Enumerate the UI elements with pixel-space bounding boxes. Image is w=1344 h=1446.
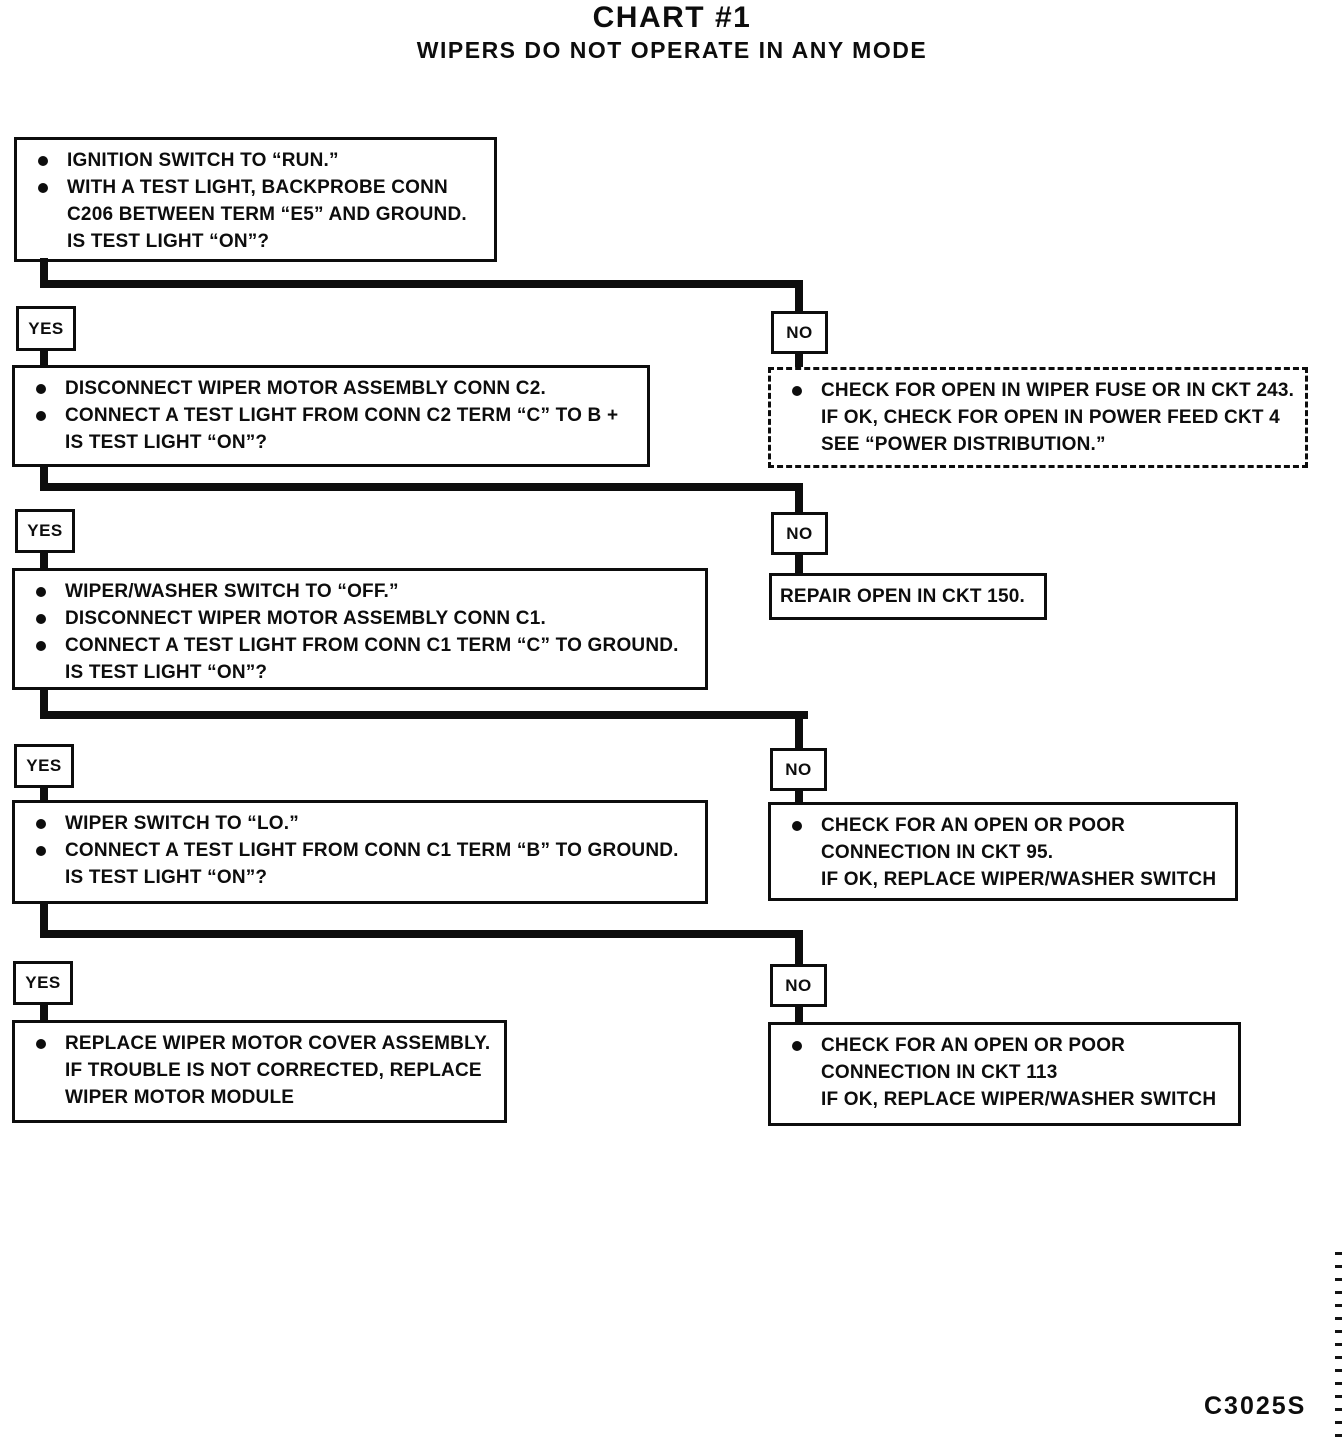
bullet-icon xyxy=(36,411,46,421)
connector-line xyxy=(40,280,803,288)
connector-line xyxy=(40,711,808,719)
result-box-replace-wiper-motor-cover: REPLACE WIPER MOTOR COVER ASSEMBLY. IF T… xyxy=(12,1020,507,1123)
step-text: REPAIR OPEN IN CKT 150. xyxy=(780,585,1025,607)
bullet-icon xyxy=(36,846,46,856)
chart-title: CHART #1 xyxy=(592,1,752,34)
step-item: CHECK FOR OPEN IN WIPER FUSE OR IN CKT 2… xyxy=(777,377,1299,458)
chart-subtitle: WIPERS DO NOT OPERATE IN ANY MODE xyxy=(416,37,928,63)
step-text: CHECK FOR AN OPEN OR POOR CONNECTION IN … xyxy=(821,815,1217,890)
step-text: DISCONNECT WIPER MOTOR ASSEMBLY CONN C1. xyxy=(65,608,546,629)
step-item: CHECK FOR AN OPEN OR POOR CONNECTION IN … xyxy=(777,1032,1232,1113)
step-text: CHECK FOR AN OPEN OR POOR CONNECTION IN … xyxy=(821,1035,1217,1110)
step-item: WITH A TEST LIGHT, BACKPROBE CONN C206 B… xyxy=(23,174,488,255)
bullet-icon xyxy=(36,1039,46,1049)
step-item: DISCONNECT WIPER MOTOR ASSEMBLY CONN C2. xyxy=(21,375,641,402)
step-item: CONNECT A TEST LIGHT FROM CONN C1 TERM “… xyxy=(21,632,699,686)
step-item: CHECK FOR AN OPEN OR POOR CONNECTION IN … xyxy=(777,812,1229,893)
no-label-4: NO xyxy=(770,964,827,1007)
bullet-icon xyxy=(792,1041,802,1051)
connector-line xyxy=(40,687,48,716)
result-box-check-wiper-fuse: CHECK FOR OPEN IN WIPER FUSE OR IN CKT 2… xyxy=(768,367,1308,468)
connector-line xyxy=(40,901,48,934)
result-box-repair-ckt-150: REPAIR OPEN IN CKT 150. xyxy=(769,573,1047,620)
step-box-ignition-test: IGNITION SWITCH TO “RUN.” WITH A TEST LI… xyxy=(14,137,497,262)
step-text: CONNECT A TEST LIGHT FROM CONN C1 TERM “… xyxy=(65,840,679,888)
bullet-icon xyxy=(792,821,802,831)
step-item: CONNECT A TEST LIGHT FROM CONN C2 TERM “… xyxy=(21,402,641,456)
bullet-icon xyxy=(36,641,46,651)
connector-line xyxy=(40,551,48,570)
connector-line xyxy=(795,1005,803,1024)
step-text: CONNECT A TEST LIGHT FROM CONN C2 TERM “… xyxy=(65,405,619,453)
connector-line xyxy=(795,711,803,750)
step-box-conn-c1-term-c-test: WIPER/WASHER SWITCH TO “OFF.” DISCONNECT… xyxy=(12,568,708,690)
connector-line xyxy=(40,785,48,803)
connector-line xyxy=(40,483,803,491)
step-text: WIPER/WASHER SWITCH TO “OFF.” xyxy=(65,581,399,602)
bullet-icon xyxy=(792,386,802,396)
step-item: DISCONNECT WIPER MOTOR ASSEMBLY CONN C1. xyxy=(21,605,699,632)
step-text: IGNITION SWITCH TO “RUN.” xyxy=(67,150,339,171)
step-item: IGNITION SWITCH TO “RUN.” xyxy=(23,147,488,174)
yes-label-2: YES xyxy=(15,509,75,553)
step-text: WITH A TEST LIGHT, BACKPROBE CONN C206 B… xyxy=(67,177,467,252)
connector-line xyxy=(795,280,803,313)
step-text: REPLACE WIPER MOTOR COVER ASSEMBLY. IF T… xyxy=(65,1033,491,1108)
yes-label-3: YES xyxy=(14,744,74,788)
bullet-icon xyxy=(36,819,46,829)
connector-line xyxy=(795,483,803,514)
bullet-icon xyxy=(36,384,46,394)
connector-line xyxy=(40,1003,48,1022)
yes-label-1: YES xyxy=(16,306,76,351)
bullet-icon xyxy=(36,614,46,624)
result-box-check-ckt-95: CHECK FOR AN OPEN OR POOR CONNECTION IN … xyxy=(768,802,1238,901)
figure-code: C3025S xyxy=(1204,1392,1307,1420)
step-text: DISCONNECT WIPER MOTOR ASSEMBLY CONN C2. xyxy=(65,378,546,399)
no-label-3: NO xyxy=(770,748,827,791)
step-text: WIPER SWITCH TO “LO.” xyxy=(65,813,299,834)
connector-line xyxy=(40,930,803,938)
no-label-2: NO xyxy=(771,512,828,555)
step-box-wiper-lo-test: WIPER SWITCH TO “LO.” CONNECT A TEST LIG… xyxy=(12,800,708,904)
result-box-check-ckt-113: CHECK FOR AN OPEN OR POOR CONNECTION IN … xyxy=(768,1022,1241,1126)
step-text: CONNECT A TEST LIGHT FROM CONN C1 TERM “… xyxy=(65,635,679,683)
bullet-icon xyxy=(36,587,46,597)
connector-line xyxy=(795,553,803,574)
step-item: WIPER SWITCH TO “LO.” xyxy=(21,810,699,837)
step-item: WIPER/WASHER SWITCH TO “OFF.” xyxy=(21,578,699,605)
yes-label-4: YES xyxy=(13,961,73,1005)
page-edge-perforation-marks xyxy=(1335,1252,1342,1444)
bullet-icon xyxy=(38,183,48,193)
connector-line xyxy=(795,352,803,369)
connector-line xyxy=(40,349,48,368)
step-text: CHECK FOR OPEN IN WIPER FUSE OR IN CKT 2… xyxy=(821,380,1295,455)
no-label-1: NO xyxy=(771,311,828,354)
connector-line xyxy=(795,789,803,805)
bullet-icon xyxy=(38,156,48,166)
connector-line xyxy=(40,258,48,287)
step-item: CONNECT A TEST LIGHT FROM CONN C1 TERM “… xyxy=(21,837,699,891)
step-item: REPLACE WIPER MOTOR COVER ASSEMBLY. IF T… xyxy=(21,1030,498,1111)
step-box-conn-c2-test: DISCONNECT WIPER MOTOR ASSEMBLY CONN C2.… xyxy=(12,365,650,467)
connector-line xyxy=(795,930,803,967)
connector-line xyxy=(40,464,48,489)
